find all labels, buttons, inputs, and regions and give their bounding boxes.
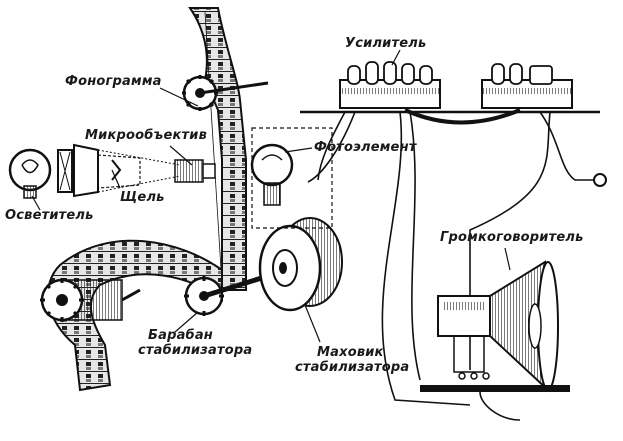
sprocket-wheel-top xyxy=(182,75,269,111)
label-illuminator: Осветитель xyxy=(5,208,94,223)
film-reel-icon xyxy=(40,278,141,322)
label-soundtrack: Фонограмма xyxy=(65,74,162,89)
terminal-icon xyxy=(593,173,607,187)
wiring xyxy=(307,111,595,421)
micro-objective-icon xyxy=(174,159,216,183)
photocell-frame xyxy=(251,127,333,229)
label-drum-line1: Барабан xyxy=(148,328,213,343)
leader-lines xyxy=(31,49,511,343)
lamp-icon xyxy=(8,148,52,199)
label-drum: Барабан стабилизатора xyxy=(138,328,252,358)
label-photocell: Фотоэлемент xyxy=(314,140,417,155)
label-drum-line2: стабилизатора xyxy=(138,343,253,358)
photocell-icon xyxy=(250,143,294,206)
label-amplifier: Усилитель xyxy=(345,36,427,51)
label-flywheel: Маховик стабилизатора xyxy=(295,345,409,375)
label-micro-objective: Микрообъектив xyxy=(85,128,207,143)
label-flywheel-line2: стабилизатора xyxy=(295,360,410,375)
label-loudspeaker: Громкоговоритель xyxy=(440,230,584,245)
speaker-icon xyxy=(420,260,570,393)
flywheel-icon xyxy=(258,217,343,312)
label-flywheel-line1: Маховик xyxy=(317,345,384,360)
film-strip-vertical xyxy=(188,7,247,291)
film-strip-lower xyxy=(47,239,223,392)
lens-icon xyxy=(57,143,181,198)
label-slit: Щель xyxy=(120,190,165,205)
